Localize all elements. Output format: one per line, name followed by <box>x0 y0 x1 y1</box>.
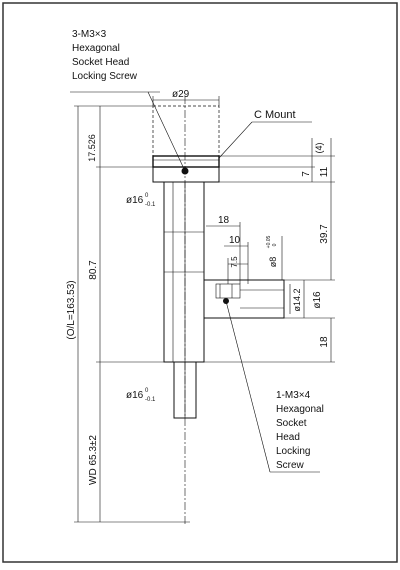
dim-dia-16-upper: ø16 <box>126 195 144 206</box>
dim-39-7: 39.7 <box>319 224 330 244</box>
dim-dia-14-2: ø14.2 <box>292 288 302 311</box>
dim-dia-16-side: ø16 <box>312 291 323 309</box>
dim-dia-16-upper-tol-bot: -0.1 <box>145 202 156 208</box>
screw-note-bottom-l5: Locking <box>276 446 310 457</box>
port-window <box>215 283 241 299</box>
dim-dia-8: ø8 <box>268 257 278 268</box>
screw-note-top-l4: Locking Screw <box>72 71 138 82</box>
frame-border <box>2 2 398 563</box>
screw-note-bottom-l6: Screw <box>276 460 305 471</box>
screw-note-top-l2: Hexagonal <box>72 43 120 54</box>
dim-7-5: 7.5 <box>230 256 239 268</box>
dim-10: 10 <box>229 235 241 246</box>
dim-overall-length: (O/L=163.53) <box>66 280 77 339</box>
c-mount-flange <box>152 155 220 168</box>
screw-note-bottom-l1: 1-M3×4 <box>276 390 311 401</box>
coaxial-port <box>203 279 285 319</box>
dim-11: 11 <box>319 166 330 177</box>
dim-wd: WD 65.3±2 <box>88 435 99 485</box>
dim-dia-16-upper-tol-top: 0 <box>145 193 149 199</box>
dim-17526: 17.526 <box>87 134 97 162</box>
screw-note-top-l1: 3-M3×3 <box>72 29 107 40</box>
dim-paren-4: (4) <box>314 142 324 153</box>
c-mount-label: C Mount <box>254 109 296 121</box>
dim-dia-8-tol-bot: 0 <box>272 243 278 246</box>
dim-dia-16-lower-tol-bot: -0.1 <box>145 397 156 403</box>
dim-dia-16-lower-tol-top: 0 <box>145 388 149 394</box>
mount-dashed-outline <box>152 105 220 157</box>
screw-note-bottom-l2: Hexagonal <box>276 404 324 415</box>
dim-7: 7 <box>301 171 312 177</box>
screw-note-bottom-l3: Socket <box>276 418 307 429</box>
dim-dia-8-tol-top: +0.05 <box>266 235 272 248</box>
dim-dia-16-lower: ø16 <box>126 390 144 401</box>
dim-80-7: 80.7 <box>88 260 99 280</box>
screw-note-bottom-l4: Head <box>276 432 300 443</box>
dim-18-h: 18 <box>218 215 230 226</box>
dim-18-v: 18 <box>319 336 330 348</box>
dim-dia-29: ø29 <box>172 89 190 100</box>
screw-note-top-l3: Socket Head <box>72 57 129 68</box>
